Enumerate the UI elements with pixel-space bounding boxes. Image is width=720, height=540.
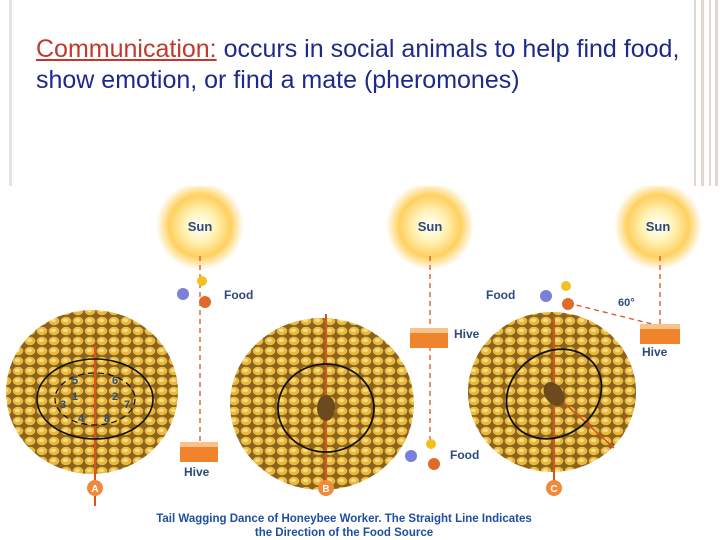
bee-c <box>543 382 565 406</box>
sun-b-label: Sun <box>418 219 443 234</box>
dance-num-2: 2 <box>112 391 118 403</box>
honeybee-dance-diagram: Sun Food 5 6 1 2 3 7 4 8 Hive A Sun Hive <box>6 186 702 539</box>
hive-c <box>640 324 680 344</box>
food-a-label: Food <box>224 288 253 302</box>
panel-c-angled-line <box>571 303 661 327</box>
dance-num-7: 7 <box>124 399 130 411</box>
dance-num-4: 4 <box>78 413 85 425</box>
panel-c-direction-line <box>553 393 615 449</box>
term-communication: Communication: <box>36 35 217 63</box>
hive-b <box>410 328 448 348</box>
dance-path-a <box>36 358 154 440</box>
dance-path-c <box>505 348 603 440</box>
angle-label: 60° <box>618 297 635 309</box>
sun-a <box>156 186 244 270</box>
dance-num-6: 6 <box>112 375 118 387</box>
sun-b <box>386 186 474 270</box>
panel-b-marker <box>318 480 334 496</box>
sun-c <box>614 186 702 270</box>
dance-num-5: 5 <box>72 375 78 387</box>
honeycomb-a <box>6 310 178 474</box>
left-border-rule <box>9 0 12 186</box>
bee-b <box>317 395 335 421</box>
panel-a: Sun Food 5 6 1 2 3 7 4 8 Hive A <box>6 186 253 506</box>
panel-b: Sun Hive Food B <box>230 186 480 496</box>
dance-path-b <box>277 363 375 453</box>
caption-line-1: Tail Wagging Dance of Honeybee Worker. T… <box>156 513 532 525</box>
food-b-flowers <box>405 439 440 470</box>
hive-a <box>180 442 218 462</box>
dance-num-8: 8 <box>104 413 110 425</box>
hive-b-label: Hive <box>454 327 480 341</box>
panel-a-marker <box>87 480 103 496</box>
dance-num-3: 3 <box>60 399 66 411</box>
hive-a-label: Hive <box>184 465 210 479</box>
slide-text: Communication: occurs in social animals … <box>36 34 686 96</box>
sun-a-label: Sun <box>188 219 213 234</box>
food-c-label: Food <box>486 288 515 302</box>
panel-c: Sun Food 60° Hive C <box>468 186 702 496</box>
hive-c-label: Hive <box>642 345 668 359</box>
panel-a-letter: A <box>91 484 98 495</box>
sun-c-label: Sun <box>646 219 671 234</box>
panel-c-letter: C <box>550 484 557 495</box>
dance-num-1: 1 <box>72 391 78 403</box>
panel-c-marker <box>546 480 562 496</box>
panel-b-letter: B <box>322 484 329 495</box>
right-border-decoration <box>690 0 720 186</box>
food-c-flowers <box>540 281 574 310</box>
food-b-label: Food <box>450 448 479 462</box>
definition-text: occurs in social animals to help find fo… <box>36 35 680 94</box>
caption-line-2: the Direction of the Food Source <box>255 527 433 539</box>
food-a-flowers <box>177 276 211 308</box>
